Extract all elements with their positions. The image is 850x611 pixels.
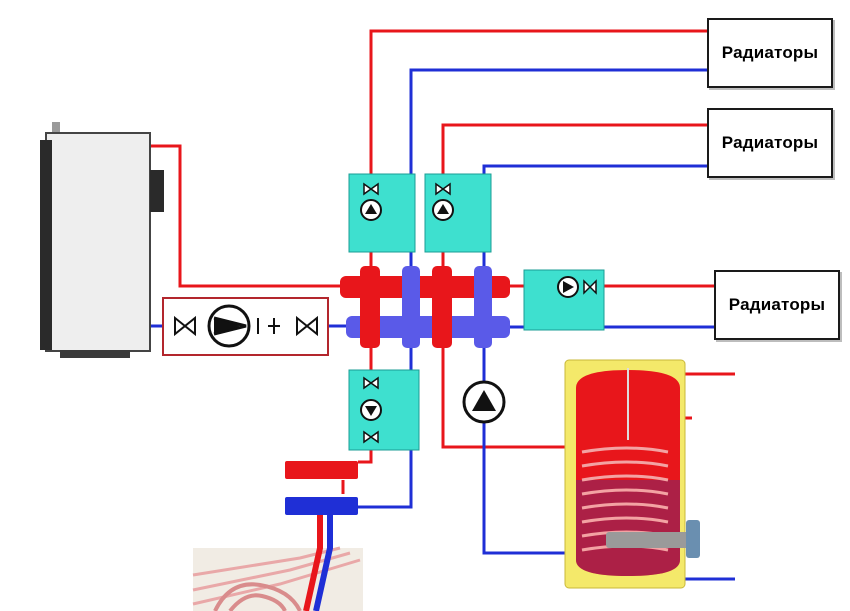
- indirect-water-heater: [564, 359, 700, 589]
- radiators-label: Радиаторы: [721, 43, 819, 62]
- boiler-pump-group: [162, 297, 329, 356]
- pump-module-radiator-2: [424, 173, 492, 253]
- water-heater-pump: [462, 380, 506, 424]
- pump-module-radiator-3: [523, 269, 605, 331]
- radiators-box-2: Радиаторы: [707, 108, 833, 178]
- radiators-box-3: Радиаторы: [714, 270, 840, 340]
- hydraulic-manifold: [340, 266, 510, 348]
- strainer-icon: [257, 318, 280, 334]
- radiators-label: Радиаторы: [721, 133, 819, 152]
- underfloor-heating-floor: [192, 546, 363, 611]
- radiators-box-1: Радиаторы: [707, 18, 833, 88]
- pump-icon: [207, 304, 251, 348]
- valve-icon: [174, 315, 196, 337]
- pump-module-radiator-1: [348, 173, 416, 253]
- boiler: [40, 122, 164, 358]
- radiators-label: Радиаторы: [728, 295, 826, 314]
- pump-module-underfloor: [348, 369, 420, 451]
- valve-icon: [296, 315, 318, 337]
- underfloor-collectors: [285, 461, 358, 515]
